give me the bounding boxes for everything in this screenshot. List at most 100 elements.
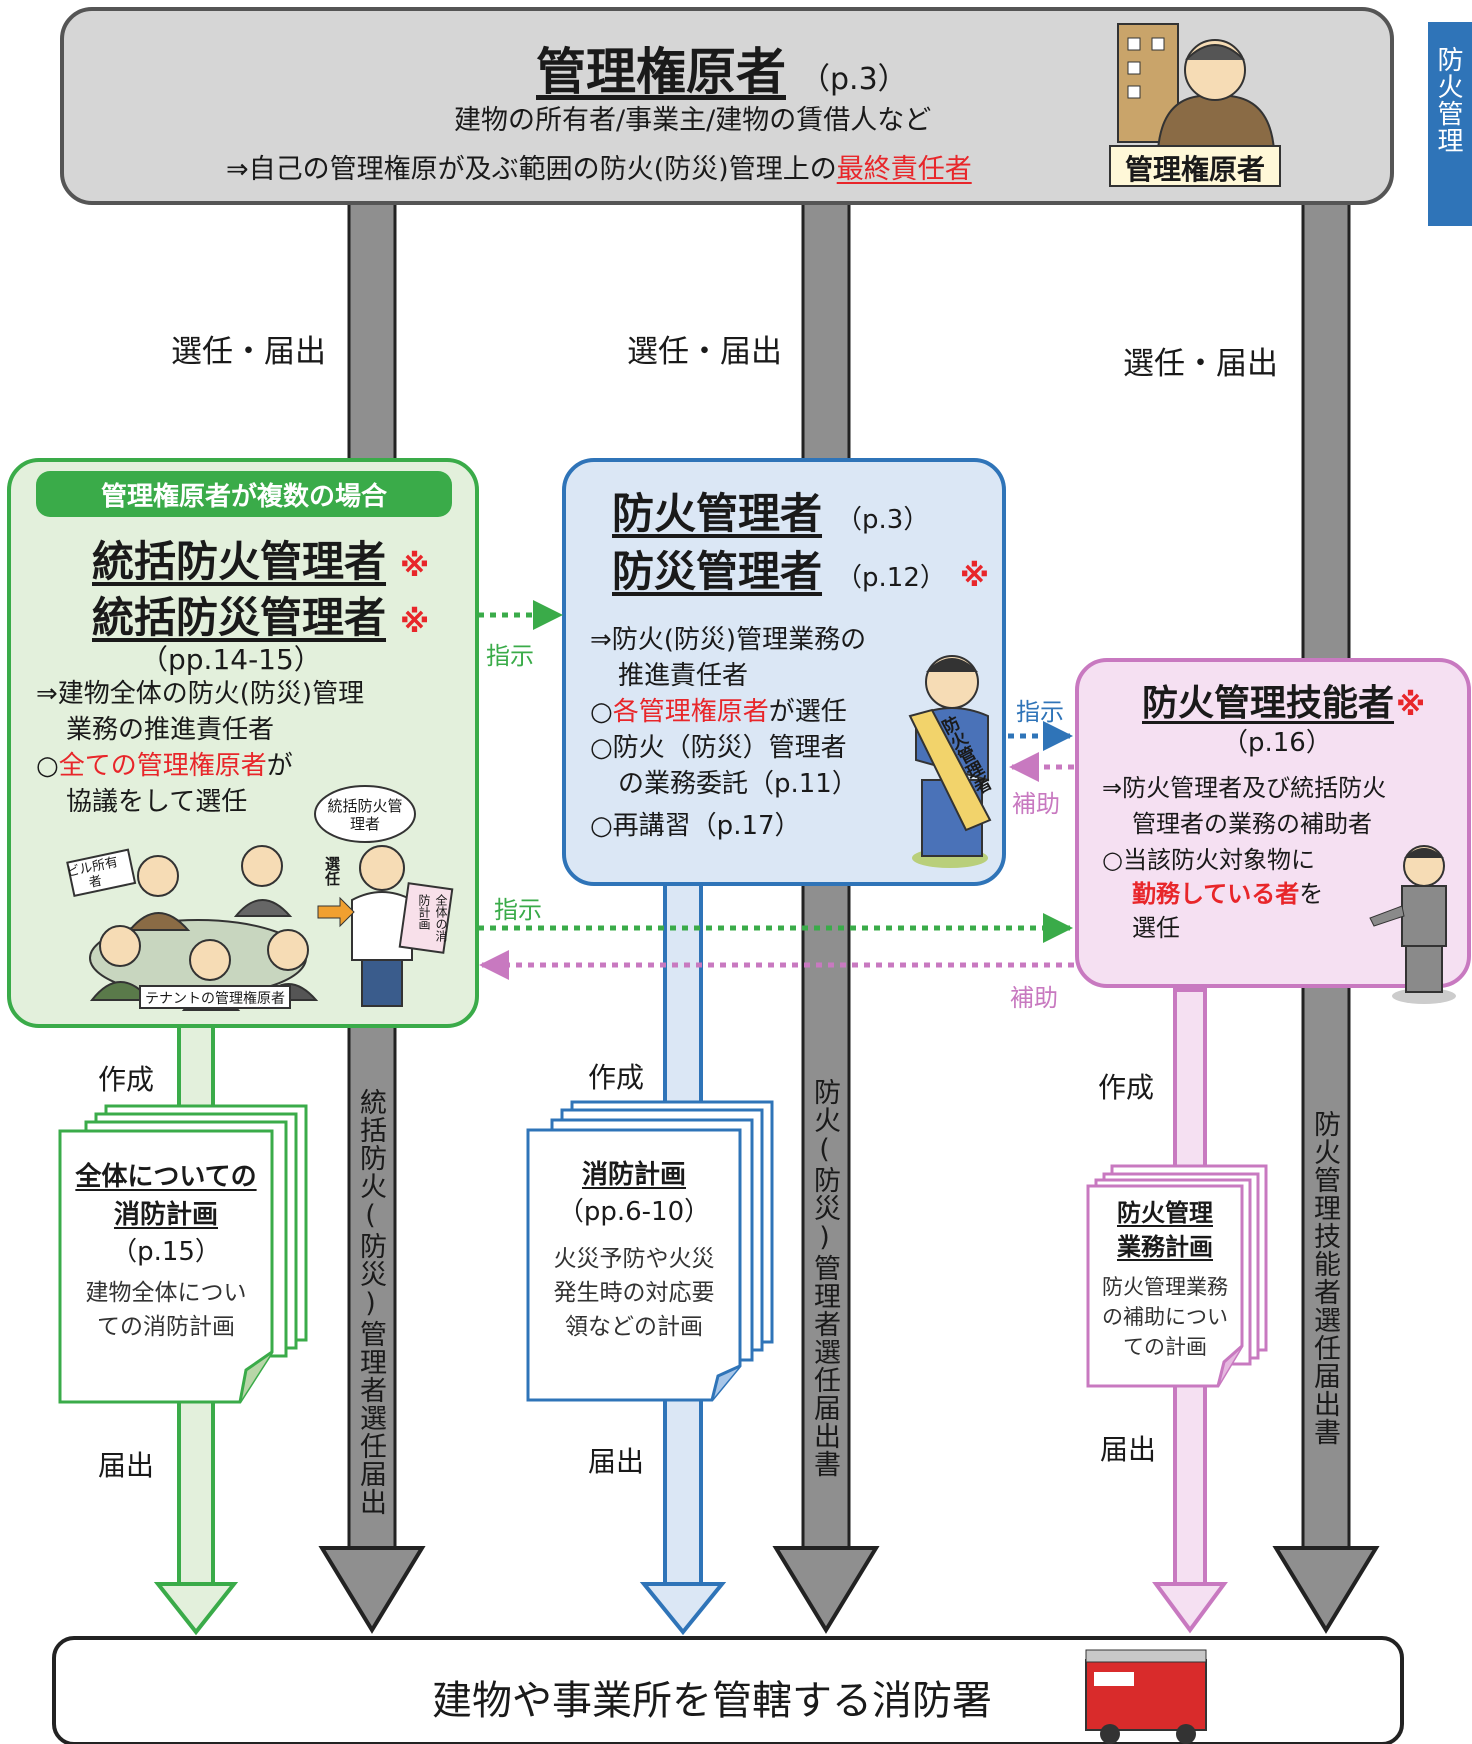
doc-right-title1: 防火管理 [1117,1199,1213,1227]
owner-label: 管理権原者 [1124,153,1265,186]
left-banner [36,471,452,517]
left-item: ○全ての管理権原者が [36,748,293,784]
select-label-2: 選任・届出 [627,334,782,370]
owner-illustration [1109,23,1281,187]
center-item3: ○再講習（p.17） [590,811,801,841]
top-line1: 建物の所有者/事業主/建物の賃借人など [454,105,932,136]
left-kome1: ※ [400,549,430,584]
right-item-highlight: 勤務している者 [1132,880,1300,908]
sign-tenant: テナントの管理権原者 [145,991,285,1007]
right-desc1: ⇒防火管理者及び統括防火 [1102,774,1387,802]
left-desc1: ⇒建物全体の防火(防災)管理 [36,679,365,709]
left-title1: 統括防火管理者 [92,537,387,586]
assist-label-1: 補助 [1012,790,1060,818]
doc-left-text2: ての消防計画 [97,1314,235,1340]
submit-label-left: 届出 [98,1449,155,1482]
doc-right-text2: の補助につい [1102,1305,1228,1329]
top-line2-prefix: ⇒自己の管理権原が及ぶ範囲の防火(防災)管理上の [226,154,837,185]
doc-right-text1: 防火管理業務 [1102,1275,1228,1299]
vertical-label-1: 統括防火(防災)管理者選任届出書 [355,1088,386,1516]
bottom-text: 建物や事業所を管轄する消防署 [432,1678,992,1724]
doc-center-shape [526,1100,774,1402]
left-ref: （pp.14-15） [140,643,322,676]
doc-left-shape [58,1104,308,1404]
left-title2-row: 統括防災管理者 ※ [92,584,429,645]
select-label-1: 選任・届出 [171,334,326,370]
center-ref1: （p.3） [836,505,930,535]
submit-label-right: 届出 [1100,1433,1157,1466]
top-title: 管理権原者 [536,43,786,101]
center-item1-highlight: 各管理権原者 [612,697,769,727]
center-box [562,458,1006,886]
vertical-label-3: 防火管理技能者選任届出書 [1309,1110,1340,1446]
doc-right: 防火管理 業務計画 防火管理業務 の補助につい ての計画 [1088,1196,1242,1362]
selected-mark: 選任 [323,856,341,886]
doc-left-title1: 全体についての [75,1162,257,1192]
doc-center: 消防計画 （pp.6-10） 火災予防や火災 発生時の対応要 領などの計画 [528,1156,740,1344]
bottom-box [52,1636,1404,1744]
doc-center-text3: 領などの計画 [565,1314,703,1340]
center-item2-line1: ○防火（防災）管理者 [590,733,847,763]
center-title2: 防災管理者 [612,547,823,596]
side-tab-label: 防火管理 [1433,46,1463,154]
assistant-illustration [1369,845,1456,1004]
paper-text: 全体の消防計画 [417,894,448,942]
doc-center-text1: 火災予防や火災 [553,1246,715,1272]
doc-left-ref: （p.15） [111,1237,221,1267]
center-desc2: 推進責任者 [618,661,749,691]
right-title: 防火管理技能者 [1142,683,1395,724]
instruct-label-1: 指示 [486,642,534,670]
left-item-prefix: ○ [36,751,59,781]
center-kome: ※ [959,559,990,594]
left-item-line2: 協議をして選任 [66,787,248,817]
left-title2: 統括防災管理者 [92,593,387,642]
instruct-label-3: 指示 [494,896,542,924]
top-ref: （p.3） [800,62,908,97]
top-title-row: 管理権原者 （p.3） [536,32,956,104]
right-item-line2: 勤務している者を [1132,874,1323,909]
center-item1-suffix: が選任 [768,697,847,727]
select-label-3: 選任・届出 [1123,346,1278,382]
right-ref: （p.16） [1222,728,1332,758]
create-label-right: 作成 [1098,1071,1155,1104]
center-title1: 防火管理者 [612,489,823,538]
left-banner-label: 管理権原者が複数の場合 [100,482,387,512]
instruct-label-2: 指示 [1016,698,1064,726]
doc-center-title: 消防計画 [581,1160,686,1190]
center-item1: ○各管理権原者が選任 [590,694,847,730]
create-label-left: 作成 [98,1063,155,1096]
vertical-label-2: 防火(防災)管理者選任届出書 [809,1078,840,1478]
doc-center-ref: （pp.6-10） [557,1197,711,1227]
bubble-text: 統括防火管理者 [327,797,403,833]
doc-right-text3: ての計画 [1123,1335,1207,1359]
create-label-center: 作成 [588,1061,645,1094]
right-box [1075,658,1471,988]
submit-label-center: 届出 [588,1445,645,1478]
doc-right-shape [1086,1164,1268,1388]
right-item-suffix: を [1299,880,1324,908]
center-ref2: （p.12） [836,563,946,593]
left-kome2: ※ [400,605,430,640]
doc-left-title2: 消防計画 [113,1200,218,1230]
fire-engine-icon [1085,1649,1207,1744]
right-desc2: 管理者の業務の補助者 [1132,810,1372,838]
top-box [60,7,1394,205]
right-title-row: 防火管理技能者※ [1142,674,1425,726]
left-item-highlight: 全ての管理権原者 [58,751,267,781]
doc-center-text2: 発生時の対応要 [553,1280,715,1306]
right-kome: ※ [1396,688,1426,723]
right-item-line1: ○当該防火対象物に [1102,846,1315,874]
center-desc1: ⇒防火(防災)管理業務の [590,625,867,655]
doc-left-text1: 建物全体につい [85,1280,247,1306]
center-item2-line2: の業務委託（p.11） [618,769,858,799]
center-title1-row: 防火管理者 （p.3） [612,480,929,541]
side-tab [1428,22,1472,226]
top-line2: ⇒自己の管理権原が及ぶ範囲の防火(防災)管理上の最終責任者 [226,147,972,186]
fire-manager-illustration [908,655,992,868]
right-item-line3: 選任 [1132,914,1180,942]
center-title2-row: 防災管理者 （p.12） ※ [612,538,989,599]
meeting-illustration [66,785,454,1011]
left-desc2: 業務の推進責任者 [66,715,275,745]
doc-right-title2: 業務計画 [1117,1233,1213,1261]
